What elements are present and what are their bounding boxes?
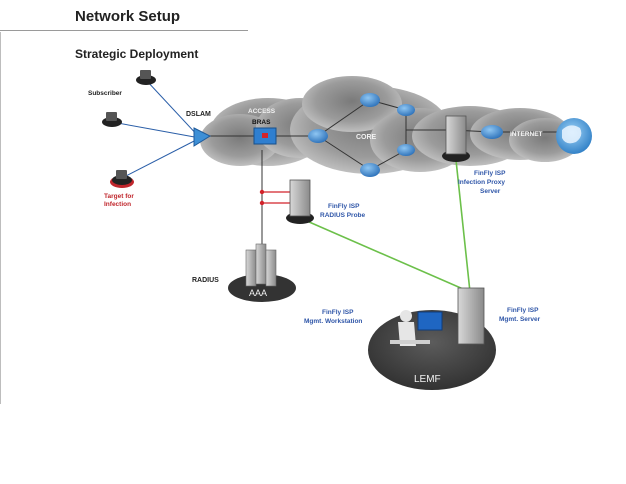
management-links [299,159,471,293]
dslam-icon[interactable] [193,127,212,147]
probe-label-line1: FinFly ISP [328,203,360,210]
router-icon[interactable] [308,129,328,143]
workstation-label-line2: Mgmt. Workstation [304,318,362,325]
workstation-label-line1: FinFly ISP [322,309,354,316]
router-icon[interactable] [481,125,503,139]
internet-label: INTERNET [510,131,543,138]
router-icon[interactable] [360,163,380,177]
mgmt-server-icon[interactable] [457,287,485,345]
left-margin-line [0,32,1,404]
proxy-label-line3: Server [480,188,501,195]
aaa-label: AAA [249,288,267,298]
router-icon[interactable] [360,93,380,107]
title-divider [0,30,248,31]
subscriber-label: Subscriber [88,90,122,97]
subscriber-links [111,79,201,179]
lemf-label: LEMF [414,374,441,385]
subscriber-device-icon[interactable] [136,70,156,85]
bras-icon[interactable] [253,127,277,145]
bras-label: BRAS [252,119,271,126]
mgmt-server-label-line1: FinFly ISP [507,307,539,314]
access-label: ACCESS [248,108,276,115]
target-label-line2: Infection [104,201,131,208]
globe-icon[interactable] [556,118,592,154]
aaa-server-cluster-icon[interactable] [228,243,296,302]
radius-label: RADIUS [192,277,219,284]
router-icon[interactable] [397,144,415,156]
target-device-icon[interactable] [110,170,134,188]
proxy-label-line1: FinFly ISP [474,170,506,177]
mgmt-server-label-line2: Mgmt. Server [499,316,541,323]
mgmt-workstation-icon[interactable] [390,310,443,346]
router-icon[interactable] [397,104,415,116]
target-label-line1: Target for [104,193,134,200]
core-label: CORE [356,134,377,141]
infection-proxy-server-icon[interactable] [442,115,470,162]
page-title: Network Setup [75,8,181,25]
dslam-label: DSLAM [186,111,211,118]
page-subtitle: Strategic Deployment [75,47,199,61]
probe-label-line2: RADIUS Probe [320,212,366,219]
radius-probe-server-icon[interactable] [286,179,314,224]
proxy-label-line2: Infection Proxy [458,179,505,186]
subscriber-device-icon[interactable] [102,112,122,127]
